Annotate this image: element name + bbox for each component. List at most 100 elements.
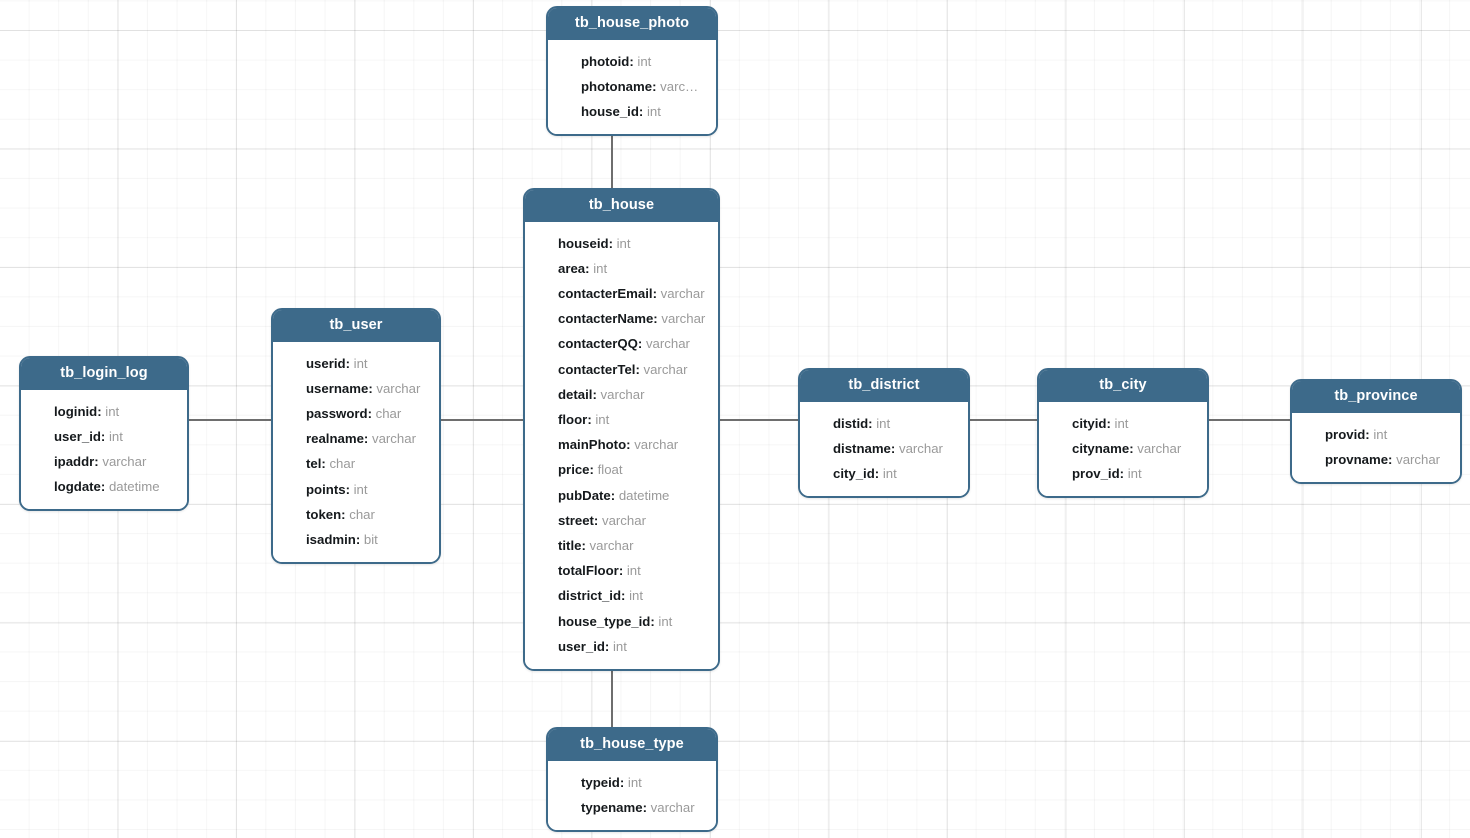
field-row[interactable]: provid: int (1292, 422, 1460, 447)
field-row[interactable]: password: char (273, 401, 439, 426)
entity-title-tb_province[interactable]: tb_province (1292, 381, 1460, 413)
field-name: userid (306, 355, 346, 371)
field-name: area (558, 260, 586, 276)
field-type: int (1127, 465, 1142, 481)
field-name: floor (558, 411, 588, 427)
field-row[interactable]: contacterQQ: varchar (525, 331, 718, 356)
field-type: int (876, 415, 891, 431)
field-row[interactable]: prov_id: int (1039, 461, 1207, 486)
field-row[interactable]: price: float (525, 457, 718, 482)
field-row[interactable]: district_id: int (525, 583, 718, 608)
field-row[interactable]: points: int (273, 477, 439, 502)
field-row[interactable]: totalFloor: int (525, 558, 718, 583)
field-type: int (593, 260, 608, 276)
entity-title-tb_user[interactable]: tb_user (273, 310, 439, 342)
field-separator: : (604, 638, 613, 654)
entity-title-tb_login_log[interactable]: tb_login_log (21, 358, 187, 390)
entity-title-tb_house_type[interactable]: tb_house_type (548, 729, 716, 761)
field-name: token (306, 506, 342, 522)
field-separator: : (100, 428, 109, 444)
field-separator: : (592, 386, 601, 402)
field-type: varchar (634, 437, 679, 453)
field-name: cityname (1072, 440, 1130, 456)
field-row[interactable]: photoid: int (548, 49, 716, 74)
field-row[interactable]: typeid: int (548, 770, 716, 795)
field-name: distid (833, 415, 869, 431)
field-row[interactable]: pubDate: datetime (525, 483, 718, 508)
field-row[interactable]: cityname: varchar (1039, 436, 1207, 461)
field-separator: : (100, 479, 109, 495)
field-row[interactable]: typename: varchar (548, 795, 716, 820)
entity-title-tb_district[interactable]: tb_district (800, 370, 968, 402)
field-row[interactable]: area: int (525, 256, 718, 281)
field-row[interactable]: distid: int (800, 411, 968, 436)
field-row[interactable]: username: varchar (273, 376, 439, 401)
field-row[interactable]: house_type_id: int (525, 609, 718, 634)
field-row[interactable]: user_id: int (21, 424, 187, 449)
field-separator: : (581, 537, 590, 553)
field-name: price (558, 462, 590, 478)
field-separator: : (593, 512, 602, 528)
field-row[interactable]: contacterEmail: varchar (525, 281, 718, 306)
field-row[interactable]: userid: int (273, 351, 439, 376)
field-separator: : (355, 531, 364, 547)
field-name: title (558, 537, 582, 553)
field-row[interactable]: city_id: int (800, 461, 968, 486)
field-row[interactable]: ipaddr: varchar (21, 449, 187, 474)
field-separator: : (637, 336, 646, 352)
field-separator: : (642, 799, 651, 815)
field-separator: : (638, 103, 647, 119)
field-row[interactable]: mainPhoto: varchar (525, 432, 718, 457)
entity-title-tb_house_photo[interactable]: tb_house_photo (548, 8, 716, 40)
field-row[interactable]: floor: int (525, 407, 718, 432)
field-row[interactable]: photoname: varc… (548, 74, 716, 99)
field-type: int (646, 103, 661, 119)
field-name: typename (581, 799, 643, 815)
field-row[interactable]: isadmin: bit (273, 527, 439, 552)
field-row[interactable]: title: varchar (525, 533, 718, 558)
field-row[interactable]: contacterName: varchar (525, 306, 718, 331)
field-row[interactable]: distname: varchar (800, 436, 968, 461)
field-separator: : (367, 405, 376, 421)
field-separator: : (345, 481, 354, 497)
field-type: int (353, 355, 368, 371)
field-row[interactable]: houseid: int (525, 231, 718, 256)
field-type: int (637, 53, 652, 69)
field-row[interactable]: house_id: int (548, 99, 716, 124)
field-type: varchar (660, 285, 705, 301)
field-name: provname (1325, 451, 1389, 467)
field-type: int (627, 774, 642, 790)
field-name: houseid (558, 235, 609, 251)
field-type: int (595, 411, 610, 427)
field-row[interactable]: contacterTel: varchar (525, 357, 718, 382)
field-row[interactable]: token: char (273, 502, 439, 527)
field-row[interactable]: realname: varchar (273, 426, 439, 451)
entity-title-tb_house[interactable]: tb_house (525, 190, 718, 222)
field-row[interactable]: provname: varchar (1292, 447, 1460, 472)
field-name: realname (306, 431, 364, 447)
field-name: contacterQQ (558, 336, 638, 352)
field-type: varchar (898, 440, 943, 456)
entity-title-tb_city[interactable]: tb_city (1039, 370, 1207, 402)
field-row[interactable]: user_id: int (525, 634, 718, 659)
field-row[interactable]: logdate: datetime (21, 474, 187, 499)
field-row[interactable]: detail: varchar (525, 382, 718, 407)
field-type: bit (363, 531, 378, 547)
field-row[interactable]: street: varchar (525, 508, 718, 533)
field-type: varchar (589, 537, 634, 553)
field-type: int (616, 235, 631, 251)
field-row[interactable]: loginid: int (21, 399, 187, 424)
field-row[interactable]: cityid: int (1039, 411, 1207, 436)
field-row[interactable]: tel: char (273, 451, 439, 476)
